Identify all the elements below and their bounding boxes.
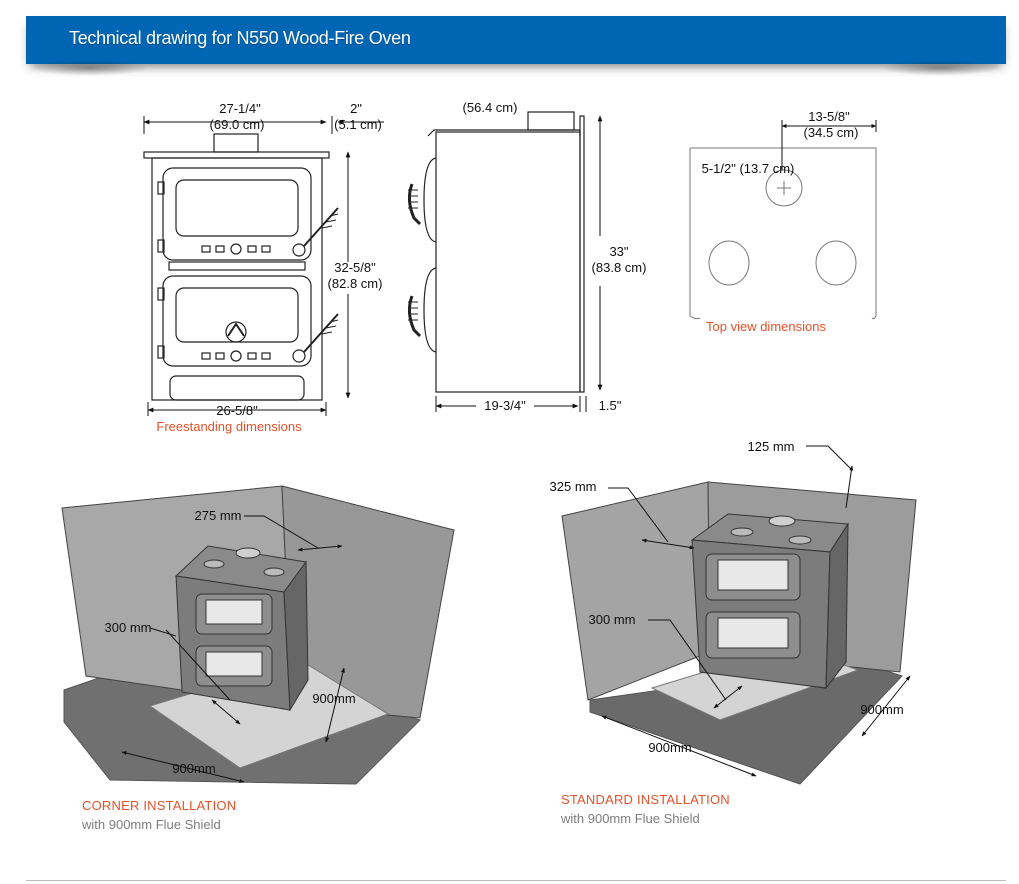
- corner-top-gap: 275 mm: [195, 508, 242, 523]
- side-depth-label: 19-3/4": [484, 398, 526, 413]
- footer-divider: [26, 880, 1006, 881]
- front-upper-door: [162, 167, 312, 261]
- front-lower-handle: [292, 313, 339, 363]
- top-flue-offset-in: 13-5/8": [808, 109, 850, 124]
- side-body: [435, 131, 581, 393]
- top-view-dimensions: [781, 120, 877, 170]
- corner-title: CORNER INSTALLATION: [82, 798, 237, 813]
- side-height-in: 33": [609, 244, 628, 259]
- front-body: [151, 157, 323, 401]
- standard-subtitle: with 900mm Flue Shield: [561, 811, 700, 826]
- side-height-cm: (83.8 cm): [592, 260, 647, 275]
- front-caption: Freestanding dimensions: [156, 419, 302, 434]
- front-ash-drawer: [169, 375, 305, 401]
- front-height-cm: (82.8 cm): [328, 276, 383, 291]
- page-title: Technical drawing for N550 Wood-Fire Ove…: [69, 28, 411, 48]
- standard-title: STANDARD INSTALLATION: [561, 792, 730, 807]
- front-dimensions: [143, 116, 384, 416]
- front-view: [143, 133, 339, 401]
- front-top-width-cm: (69.0 cm): [210, 117, 265, 132]
- standard-installation: 125 mm 325 mm 300 mm 900mm 900mm: [550, 439, 917, 785]
- top-view-flue-hole: [765, 169, 803, 207]
- standard-back-gap: 325 mm: [550, 479, 597, 494]
- front-mid-rail: [168, 261, 306, 271]
- side-upper-handle: [407, 183, 422, 226]
- top-view-hotplate-right: [815, 240, 857, 286]
- side-view: [407, 111, 585, 393]
- standard-side-gap: 300 mm: [589, 612, 636, 627]
- front-flue-offset-partial: 2": [350, 101, 362, 116]
- top-view: [689, 147, 877, 320]
- corner-side-gap: 300 mm: [105, 620, 152, 635]
- banner-shadow-right: [880, 60, 1000, 76]
- top-flue-offset-cm: (34.5 cm): [804, 125, 859, 140]
- top-view-hotplate-left: [708, 240, 750, 286]
- front-width-label: 26-5/8": [216, 403, 258, 418]
- side-rear-label: 1.5": [599, 398, 622, 413]
- side-dimensions: [435, 115, 603, 412]
- front-lower-controls: [201, 350, 271, 362]
- side-lower-handle: [407, 295, 422, 338]
- standard-left-wall: [561, 481, 711, 701]
- top-view-outline: [690, 147, 877, 316]
- front-top-width-partial: 27-1/4": [219, 101, 261, 116]
- standard-shield-width: 900mm: [648, 740, 691, 755]
- corner-subtitle: with 900mm Flue Shield: [82, 817, 221, 832]
- corner-installation: 275 mm 300 mm 900mm 900mm: [61, 485, 455, 785]
- front-flue-collar: [213, 133, 259, 153]
- front-height-in: 32-5/8": [334, 260, 376, 275]
- side-flue-collar: [527, 111, 575, 131]
- side-upper-door-bulge: [423, 157, 437, 243]
- front-lower-door: [162, 275, 312, 367]
- standard-shield-depth: 900mm: [860, 702, 903, 717]
- front-flue-offset-cm: (5.1 cm): [334, 117, 382, 132]
- corner-shield-width: 900mm: [172, 761, 215, 776]
- side-top-partial: (56.4 cm): [463, 100, 518, 115]
- front-upper-handle: [292, 207, 339, 257]
- standard-top-gap: 125 mm: [748, 439, 795, 454]
- title-banner: Technical drawing for N550 Wood-Fire Ove…: [26, 16, 1006, 64]
- banner-shadow-left: [30, 60, 150, 76]
- side-top-plate: [427, 129, 581, 137]
- front-upper-controls: [201, 243, 271, 255]
- corner-stove: [174, 545, 309, 712]
- front-top-plate: [143, 151, 330, 159]
- corner-shield-depth: 900mm: [312, 691, 355, 706]
- standard-stove: [690, 513, 849, 690]
- top-flue-depth: 5-1/2" (13.7 cm): [702, 161, 795, 176]
- top-caption: Top view dimensions: [706, 319, 826, 334]
- side-lower-door-bulge: [423, 267, 437, 353]
